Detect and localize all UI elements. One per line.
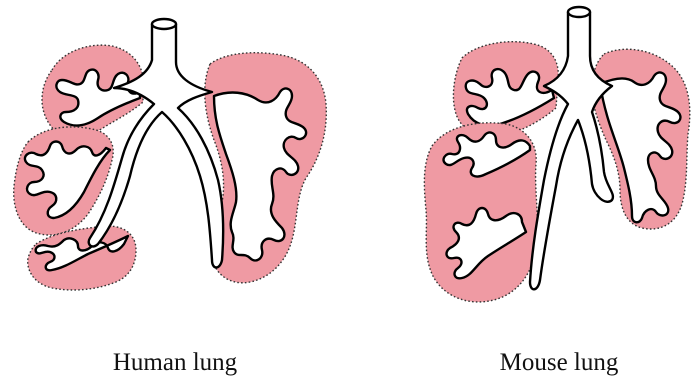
mouse-lung-caption: Mouse lung [429, 348, 689, 378]
human-lung-illustration [14, 19, 327, 290]
human-trachea-opening [152, 19, 176, 29]
mouse-lung-illustration [424, 7, 689, 302]
human-lung-caption: Human lung [45, 348, 305, 378]
mouse-trachea-opening [568, 7, 590, 17]
